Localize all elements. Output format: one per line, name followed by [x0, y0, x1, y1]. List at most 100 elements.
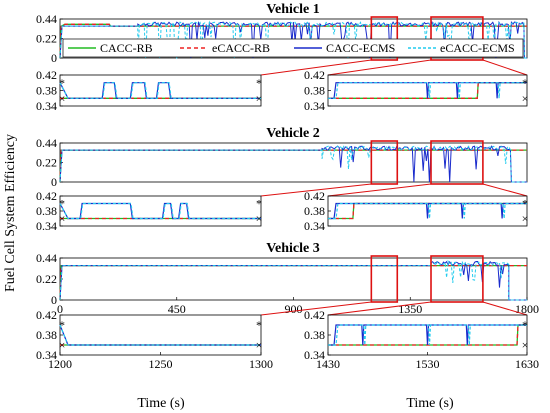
vehicle-3-title: Vehicle 3 — [266, 241, 320, 256]
vehicle-1-zr-marker-end-bottom: × — [522, 91, 529, 105]
vehicle-2-zoom-right-y-tick-label-1: 0.38 — [304, 204, 325, 218]
vehicle-2-zl-marker-start-bottom: × — [59, 212, 66, 226]
vehicle-1-main-y-tick-label-1: 0.22 — [36, 32, 57, 46]
vehicle-1-title: Vehicle 1 — [266, 2, 320, 17]
vehicle-2-zl-marker-start-top: * — [59, 197, 65, 211]
vehicle-1-main-y-tick-label-2: 0 — [51, 51, 57, 65]
vehicle-2-zl-marker-end-top: * — [256, 197, 262, 211]
vehicle-2-connector-right-b — [482, 183, 528, 197]
vehicle-3-main-x-tick-label-4: 1800 — [515, 302, 539, 316]
vehicle-1-connector-right-a — [327, 59, 432, 76]
vehicle-3-main-y-tick-label-2: 0 — [51, 293, 57, 307]
vehicle-3-main-x-tick-label-2: 900 — [285, 302, 303, 316]
vehicle-2-main-y-tick-label-0: 0.44 — [36, 136, 57, 150]
vehicle-3-main-y-tick-label-1: 0.22 — [36, 272, 57, 286]
vehicle-2-zoom-left-y-tick-label-1: 0.38 — [36, 204, 57, 218]
vehicle-3-connector-right-b — [482, 301, 528, 316]
vehicle-3-zoom-left-x-tick-label-2: 1300 — [249, 357, 273, 371]
vehicle-3-zoom-right-y-tick-label-2: 0.34 — [304, 348, 325, 362]
vehicle-2-zr-ecacc-ecms — [328, 202, 527, 220]
vehicle-3-connector-left — [260, 301, 372, 316]
vehicle-3-zoom-left-y-tick-label-0: 0.42 — [36, 308, 57, 322]
vehicle-2-zr-marker-end-bottom: × — [522, 212, 529, 226]
vehicle-3-zl-marker-end-top: * — [256, 318, 262, 332]
vehicle-1-zl-marker-start-top: * — [59, 76, 65, 90]
vehicle-3-zoom-right-x-tick-label-2: 1630 — [515, 357, 539, 371]
vehicle-3-zoom-right-y-tick-label-1: 0.38 — [304, 328, 325, 342]
vehicle-3-zoom-left-y-tick-label-1: 0.38 — [36, 328, 57, 342]
y-axis-label: Fuel Cell System Efficiency — [3, 134, 18, 292]
vehicle-3-zoom-left-panel — [59, 314, 262, 356]
vehicle-2-zr-cacc-ecms — [328, 202, 527, 220]
vehicle-2-zoom-left-panel — [59, 195, 262, 227]
vehicle-1-connector-left — [260, 59, 372, 76]
vehicle-3-main-panel — [59, 257, 528, 301]
vehicle-3-zoom-left-x-tick-label-0: 1200 — [48, 357, 72, 371]
vehicle-2-zoom-box-right — [430, 140, 484, 185]
vehicle-2-zr-marker-end-top: * — [522, 197, 528, 211]
vehicle-3-main-x-tick-label-0: 0 — [57, 302, 63, 316]
vehicle-3-main-y-tick-label-0: 0.44 — [36, 251, 57, 265]
vehicle-2-zoom-left-y-tick-label-0: 0.42 — [36, 189, 57, 203]
legend-label-0: CACC-RB — [100, 41, 153, 55]
vehicle-2-zoom-left-y-tick-label-2: 0.34 — [36, 219, 57, 233]
x-axis-label-left: Time (s) — [137, 396, 185, 411]
vehicle-3-zr-marker-end-top: * — [522, 318, 528, 332]
vehicle-3-main-x-tick-label-3: 1350 — [398, 302, 422, 316]
legend-label-1: eCACC-RB — [212, 41, 270, 55]
vehicle-1-zoom-right-y-tick-label-2: 0.34 — [304, 99, 325, 113]
vehicle-1-main-y-tick-label-0: 0.44 — [36, 12, 57, 26]
vehicle-2-zoom-right-y-tick-label-0: 0.42 — [304, 189, 325, 203]
vehicle-1-zoom-left-y-tick-label-1: 0.38 — [36, 84, 57, 98]
vehicle-1-main-ecacc-rb — [59, 23, 527, 59]
vehicle-2-main-ecacc-ecms — [59, 145, 527, 183]
vehicle-3-zoom-right-x-tick-label-1: 1530 — [416, 357, 440, 371]
vehicle-2-main-y-tick-label-1: 0.22 — [36, 156, 57, 170]
vehicle-2-connector-left — [260, 183, 372, 197]
legend-label-3: eCACC-ECMS — [440, 41, 515, 55]
vehicle-1-zoom-box-right — [430, 16, 484, 61]
vehicle-3-zoom-box-left — [370, 255, 399, 303]
vehicle-3-zoom-left-y-tick-label-2: 0.34 — [36, 348, 57, 362]
vehicle-3-zl-ecacc-ecms — [59, 324, 261, 346]
vehicle-2-zl-cacc-ecms — [59, 202, 261, 220]
vehicle-1-zoom-box-left — [370, 16, 399, 61]
legend-box — [62, 38, 524, 58]
x-axis-label-right: Time (s) — [406, 396, 454, 411]
vehicle-1-main-ecacc-ecms — [59, 20, 527, 59]
vehicle-1-zl-marker-start-bottom: × — [59, 91, 66, 105]
vehicle-1-connector-right-b — [482, 59, 528, 76]
vehicle-3-zl-marker-start-bottom: × — [59, 338, 66, 352]
vehicle-1-zl-marker-end-top: * — [256, 76, 262, 90]
vehicle-3-main-ecacc-ecms — [59, 259, 527, 301]
vehicle-1-zl-ecacc-ecms — [59, 82, 261, 99]
vehicle-3-zr-cacc-ecms — [328, 324, 527, 346]
vehicle-2-connector-right-a — [327, 183, 432, 197]
vehicle-3-zoom-box-right — [430, 255, 484, 303]
legend: CACC-RB eCACC-RB CACC-ECMS eCACC-ECMS — [62, 38, 524, 58]
vehicle-2-title: Vehicle 2 — [266, 126, 320, 141]
vehicle-1-zl-marker-end-bottom: × — [256, 91, 263, 105]
vehicle-3-zr-marker-end-bottom: × — [522, 338, 529, 352]
vehicle-1-zoom-right-y-tick-label-0: 0.42 — [304, 68, 325, 82]
vehicle-3-zoom-left-x-tick-label-1: 1250 — [149, 357, 173, 371]
vehicle-2-zoom-right-y-tick-label-2: 0.34 — [304, 219, 325, 233]
vehicle-3-zl-marker-end-bottom: × — [256, 338, 263, 352]
vehicle-2-zoom-box-left — [370, 140, 399, 185]
vehicle-1-zoom-left-panel — [59, 74, 262, 107]
vehicle-1-zr-marker-end-top: * — [522, 76, 528, 90]
vehicle-3-zl-marker-start-top: * — [59, 318, 65, 332]
vehicle-2-main-y-tick-label-2: 0 — [51, 175, 57, 189]
vehicle-3-connector-right-a — [327, 301, 432, 316]
vehicle-3-zoom-right-x-tick-label-0: 1430 — [316, 357, 340, 371]
plots-area: Vehicle 10.440.2200.420.380.34*×*×0.420.… — [36, 2, 539, 371]
vehicle-3-zr-ecacc-ecms — [328, 324, 527, 346]
legend-label-2: CACC-ECMS — [326, 41, 395, 55]
vehicle-1-zoom-left-y-tick-label-0: 0.42 — [36, 68, 57, 82]
vehicle-1-main-cacc-ecms — [59, 20, 527, 59]
vehicle-3-zoom-right-y-tick-label-0: 0.42 — [304, 308, 325, 322]
vehicle-1-zoom-right-y-tick-label-1: 0.38 — [304, 84, 325, 98]
vehicle-3-main-x-tick-label-1: 450 — [168, 302, 186, 316]
vehicle-2-zl-marker-end-bottom: × — [256, 212, 263, 226]
